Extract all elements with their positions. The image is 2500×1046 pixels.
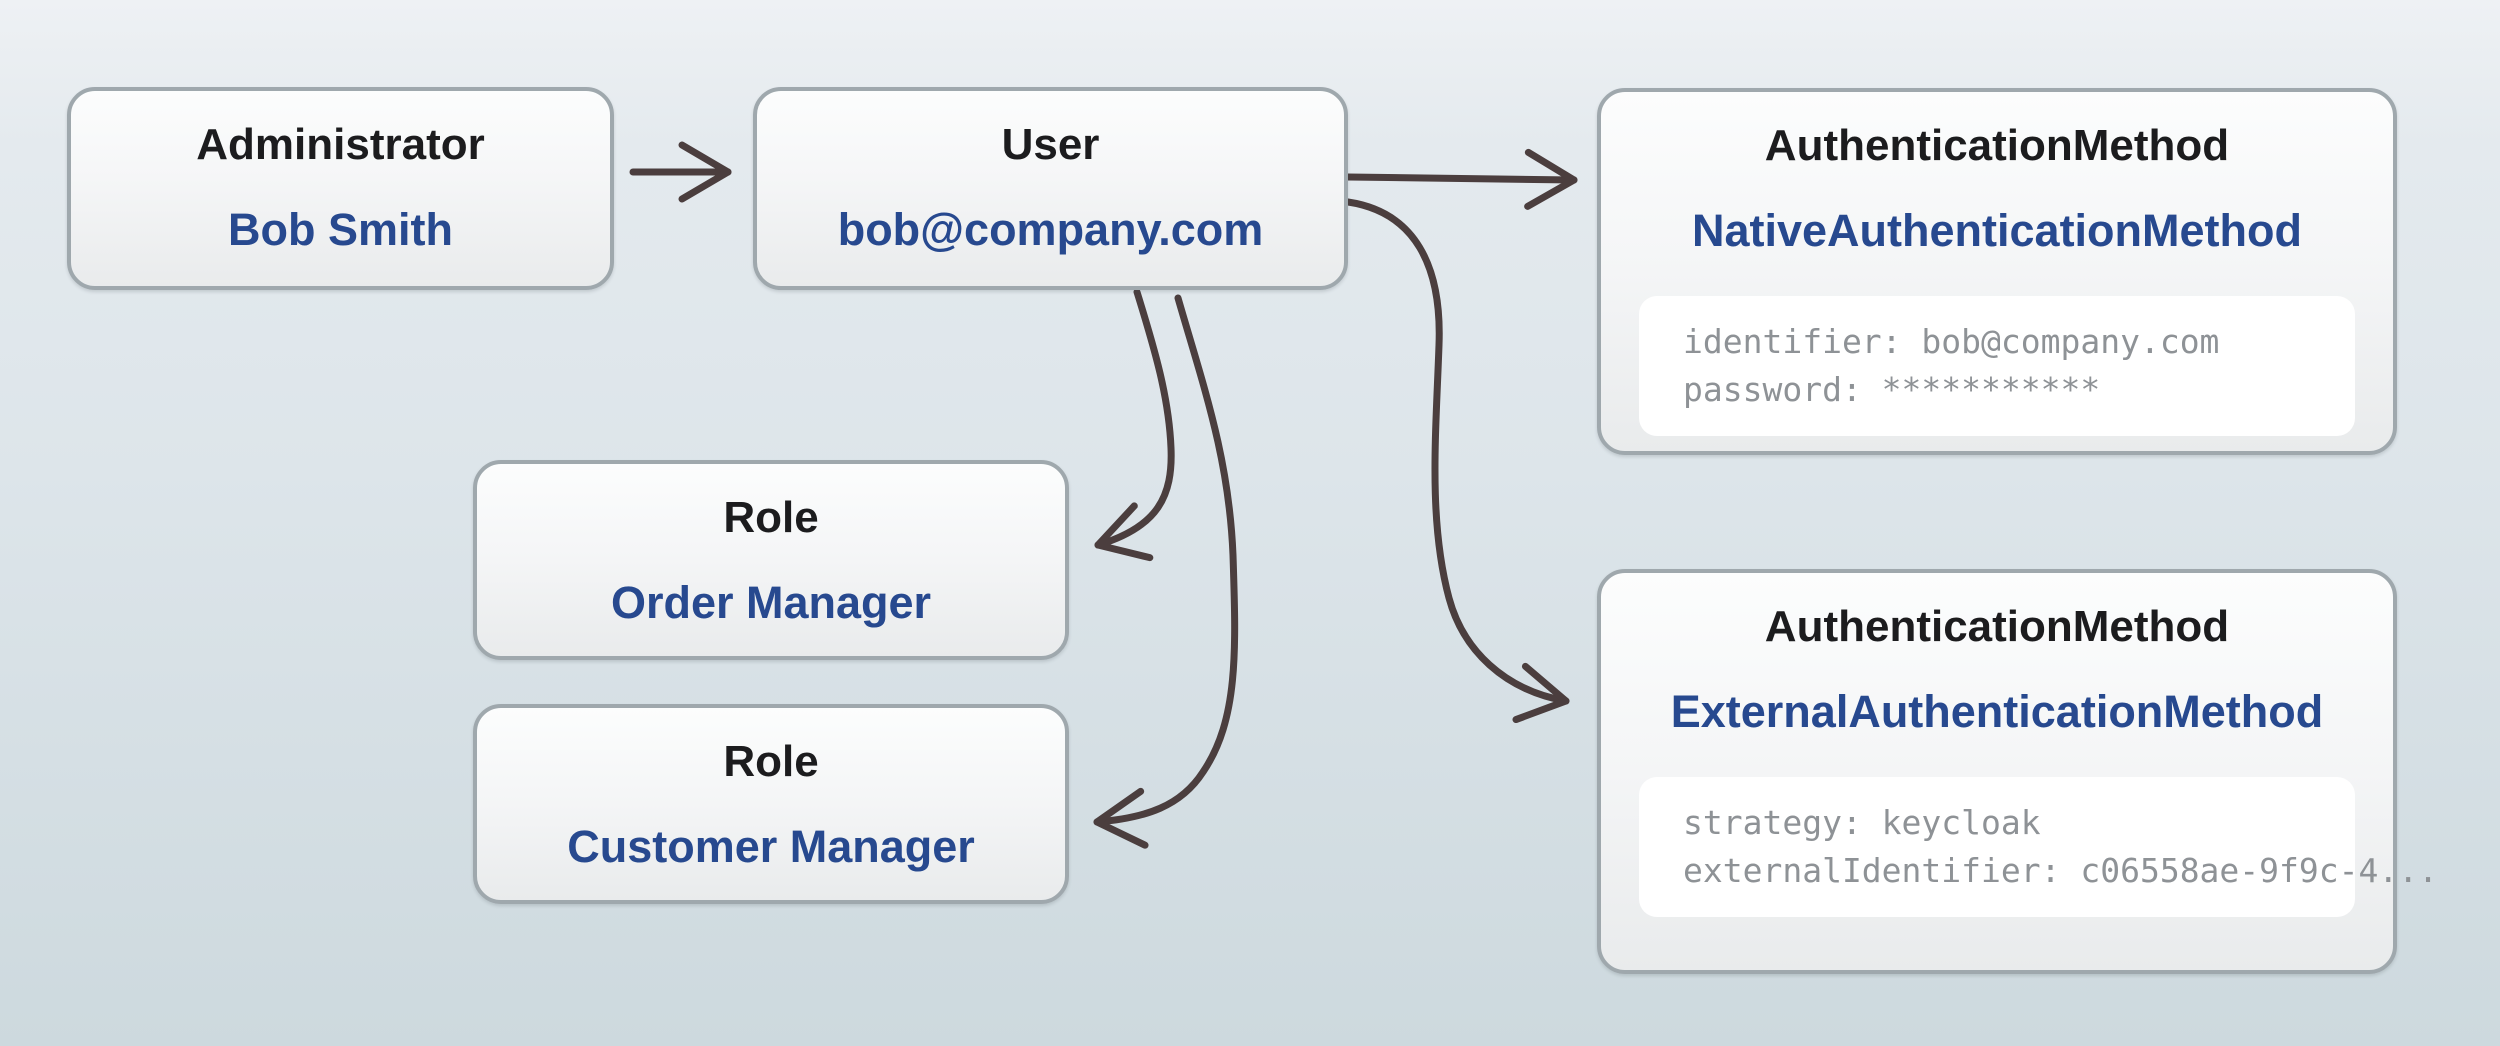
node-role-order-manager: Role Order Manager	[473, 460, 1069, 660]
node-user: User bob@company.com	[753, 87, 1348, 290]
attribute-external-identifier: externalIdentifier: c06558ae-9f9c-4...	[1683, 851, 2438, 890]
attribute-password: password: ***********	[1683, 370, 2101, 409]
node-type-label: AuthenticationMethod	[1764, 121, 2230, 170]
node-role-customer-manager: Role Customer Manager	[473, 704, 1069, 904]
node-native-authentication-method: AuthenticationMethod NativeAuthenticatio…	[1597, 88, 2397, 455]
node-value-label: bob@company.com	[837, 204, 1264, 255]
node-administrator: Administrator Bob Smith	[67, 87, 614, 290]
node-value-label: ExternalAuthenticationMethod	[1670, 686, 2324, 737]
edge-user-external-auth	[1344, 198, 1570, 724]
node-type-label: AuthenticationMethod	[1764, 602, 2230, 651]
attribute-strategy: strategy: keycloak	[1683, 803, 2041, 842]
node-value-label: Customer Manager	[567, 821, 975, 872]
attributes-panel: strategy: keycloak externalIdentifier: c…	[1639, 777, 2438, 917]
node-value-label: Bob Smith	[228, 204, 453, 255]
node-value-label: NativeAuthenticationMethod	[1691, 205, 2302, 256]
node-value-label: Order Manager	[610, 577, 932, 628]
edge-user-role-customer	[1093, 294, 1239, 849]
node-type-label: Role	[723, 493, 819, 542]
node-external-authentication-method: AuthenticationMethod ExternalAuthenticat…	[1597, 569, 2438, 974]
attributes-panel: identifier: bob@company.com password: **…	[1639, 296, 2355, 436]
edge-user-native-auth	[1344, 148, 1578, 210]
node-type-label: Role	[723, 737, 819, 786]
edge-user-role-order	[1094, 288, 1175, 562]
attribute-identifier: identifier: bob@company.com	[1683, 322, 2220, 361]
node-type-label: Administrator	[196, 120, 485, 169]
node-type-label: User	[1001, 120, 1100, 169]
